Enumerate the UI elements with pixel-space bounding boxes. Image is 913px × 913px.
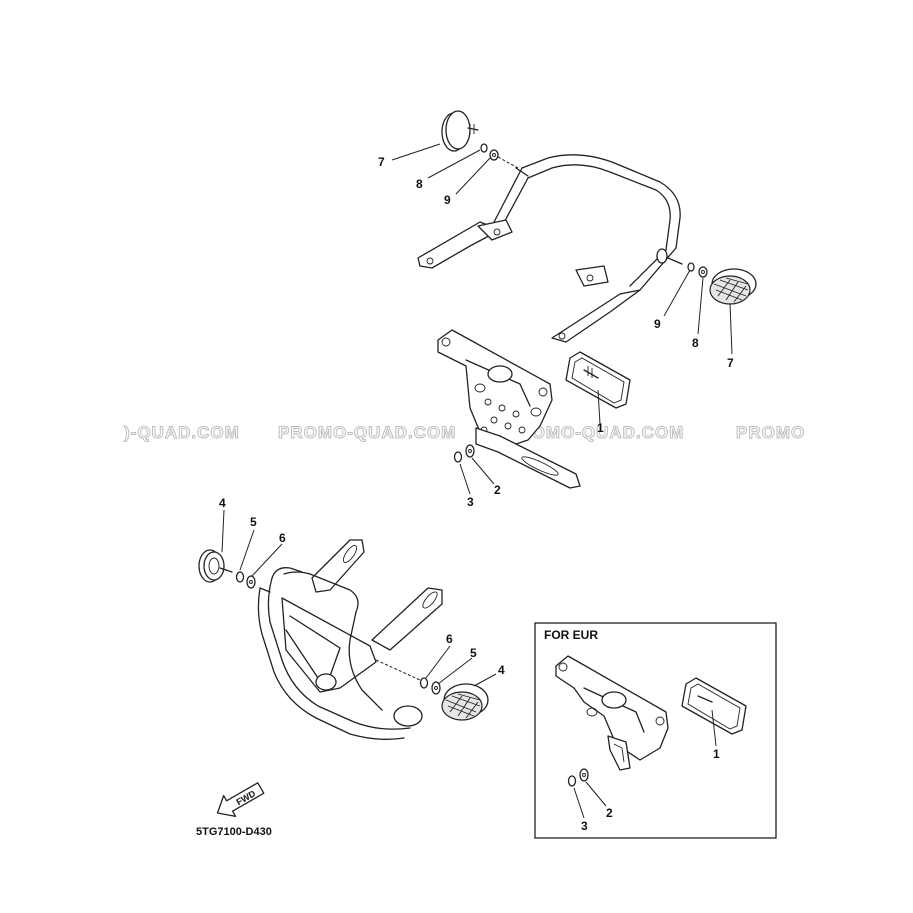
front-callouts: 4 5 6 6 5 4 — [219, 496, 505, 687]
inset-nut-washer — [567, 768, 589, 787]
fwd-arrow: FWD — [216, 782, 265, 818]
plate-nut-washer — [453, 444, 475, 463]
rear-guard-bar — [417, 154, 683, 343]
callout-6-right: 6 — [446, 632, 453, 646]
inset-callout-3: 3 — [581, 819, 588, 833]
plate-reflector — [565, 351, 631, 409]
rear-reflector-left — [441, 110, 479, 152]
front-reflector-right — [441, 683, 489, 721]
rear-nut-washer-right — [687, 262, 708, 278]
callout-4-right: 4 — [498, 663, 505, 677]
inset-plate-bracket — [555, 655, 669, 771]
callout-3: 3 — [467, 495, 474, 509]
rear-reflector-right — [709, 268, 757, 305]
callout-5-right: 5 — [470, 646, 477, 660]
part-code: 5TG7100-D430 — [196, 826, 272, 838]
inset-callout-1: 1 — [713, 747, 720, 761]
watermark-fragment-left: )-QUAD.COM — [124, 423, 240, 442]
rear-nut-washer-left — [480, 143, 519, 169]
inset-title: FOR EUR — [544, 628, 598, 642]
callout-8-left: 8 — [416, 177, 423, 191]
watermark-fragment-right: PROMO — [736, 423, 805, 442]
callout-7-right: 7 — [727, 356, 734, 370]
callout-9-right: 9 — [654, 317, 661, 331]
watermark-2: PROMO-QUAD.COM — [506, 423, 684, 442]
inset-for-eur: FOR EUR 1 2 3 — [534, 622, 777, 839]
inset-callouts: 1 2 3 — [573, 709, 720, 833]
watermark-1: PROMO-QUAD.COM — [278, 423, 456, 442]
rear-callouts: 7 8 9 9 8 7 — [378, 143, 734, 370]
callout-4-left: 4 — [219, 496, 226, 510]
front-nut-washer-right — [419, 677, 441, 695]
callout-1: 1 — [597, 421, 604, 435]
callout-2: 2 — [494, 483, 501, 497]
front-reflector-left — [198, 549, 233, 583]
front-guard — [257, 539, 443, 740]
plate-callouts: 1 2 3 — [459, 389, 604, 509]
watermark-row: )-QUAD.COM PROMO-QUAD.COM PROMO-QUAD.COM… — [124, 423, 805, 443]
front-nut-washer-left — [235, 571, 256, 589]
callout-7-left: 7 — [378, 155, 385, 169]
callout-5-left: 5 — [250, 515, 257, 529]
plate-bracket — [437, 329, 581, 489]
callout-8-right: 8 — [692, 336, 699, 350]
callout-6-left: 6 — [279, 531, 286, 545]
inset-callout-2: 2 — [606, 806, 613, 820]
inset-reflector — [681, 677, 747, 735]
callout-9-left: 9 — [444, 193, 451, 207]
